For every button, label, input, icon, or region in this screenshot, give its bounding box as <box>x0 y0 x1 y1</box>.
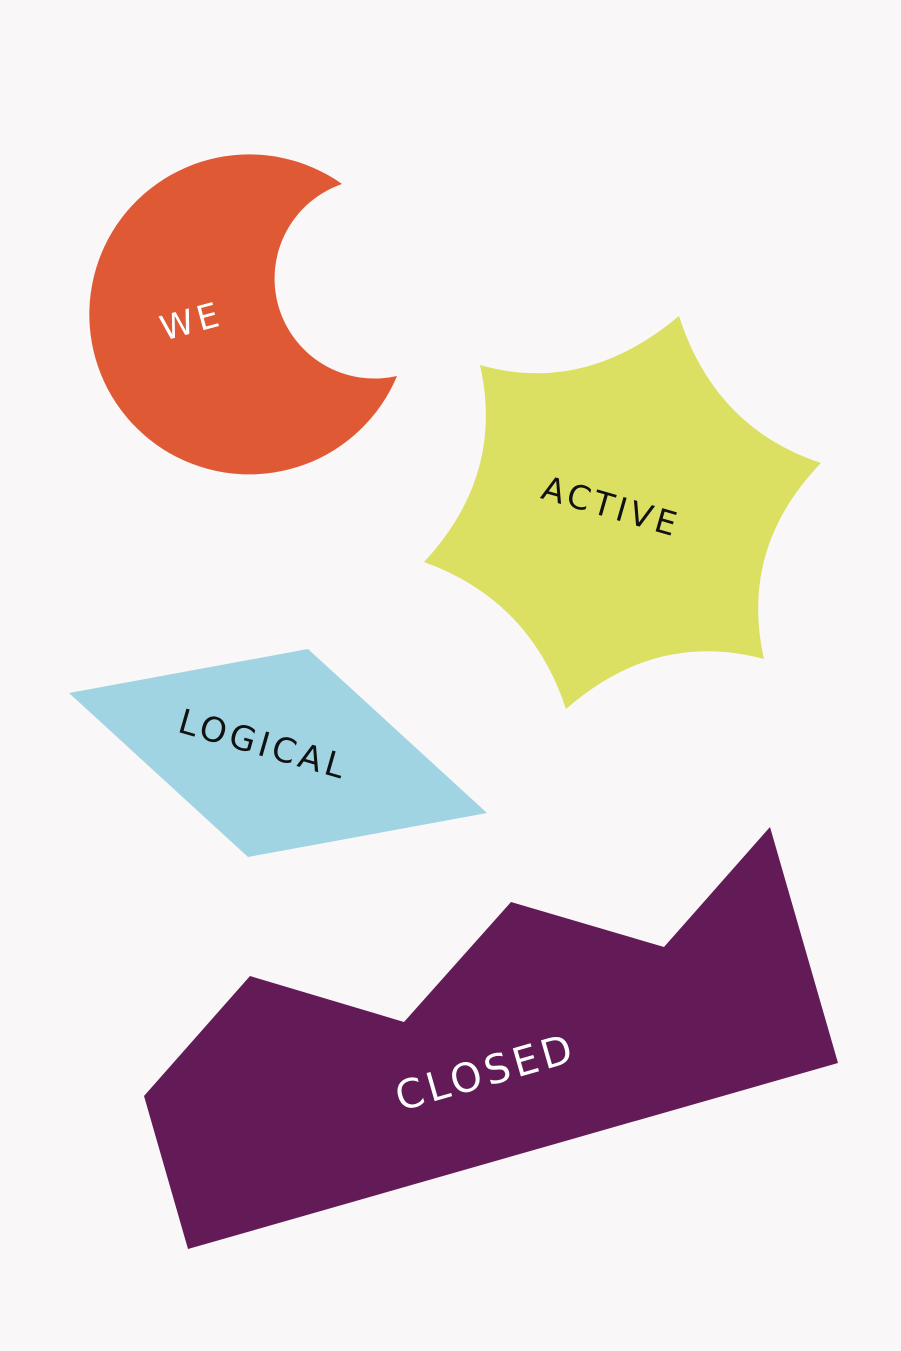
zigzag-shape <box>144 827 838 1249</box>
crescent-shape <box>89 154 397 475</box>
rhombus-shape <box>69 649 487 857</box>
star-shape <box>424 316 821 709</box>
